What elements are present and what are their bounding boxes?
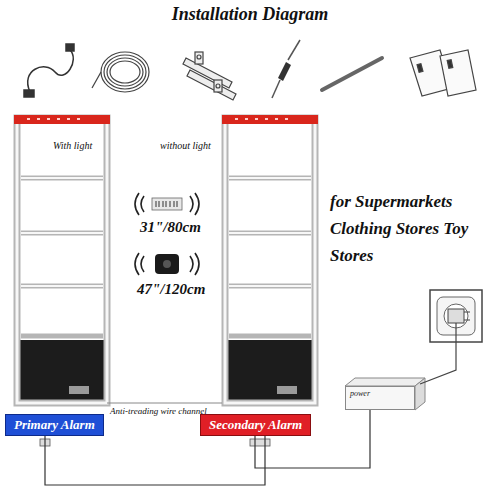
screwdriver — [272, 40, 300, 98]
usage-note: for Supermarkets Clothing Stores Toy Sto… — [330, 188, 496, 269]
mounting-brackets — [183, 52, 236, 100]
light-label: With light — [52, 140, 93, 151]
power-cord — [420, 323, 456, 384]
range-label: 31"/80cm — [140, 219, 201, 236]
alarm-box: Primary Alarm — [5, 414, 104, 436]
right-antenna — [222, 115, 318, 403]
light-label: without light — [160, 140, 211, 151]
left-antenna — [14, 115, 110, 403]
range-label: 47"/120cm — [137, 281, 205, 298]
device-label: power — [350, 389, 410, 398]
wire-coil — [92, 52, 149, 92]
alarm-connector — [40, 439, 270, 446]
power-supply-top — [345, 378, 425, 386]
alarm-label: Secondary Alarm — [209, 417, 302, 433]
power-cable — [24, 44, 74, 97]
channel-label: Anti-treading wire channel — [110, 406, 207, 416]
title: Installation Diagram — [0, 4, 500, 25]
alarm-box: Secondary Alarm — [200, 414, 311, 436]
fixing-bar — [322, 58, 382, 90]
alarm-label: Primary Alarm — [14, 417, 95, 433]
power-supply: power — [345, 386, 415, 410]
alarm-wire — [45, 436, 265, 485]
manuals — [410, 50, 476, 96]
soft-label-icon — [135, 193, 199, 215]
wire-channel — [107, 403, 222, 404]
hard-tag-icon — [135, 253, 199, 275]
